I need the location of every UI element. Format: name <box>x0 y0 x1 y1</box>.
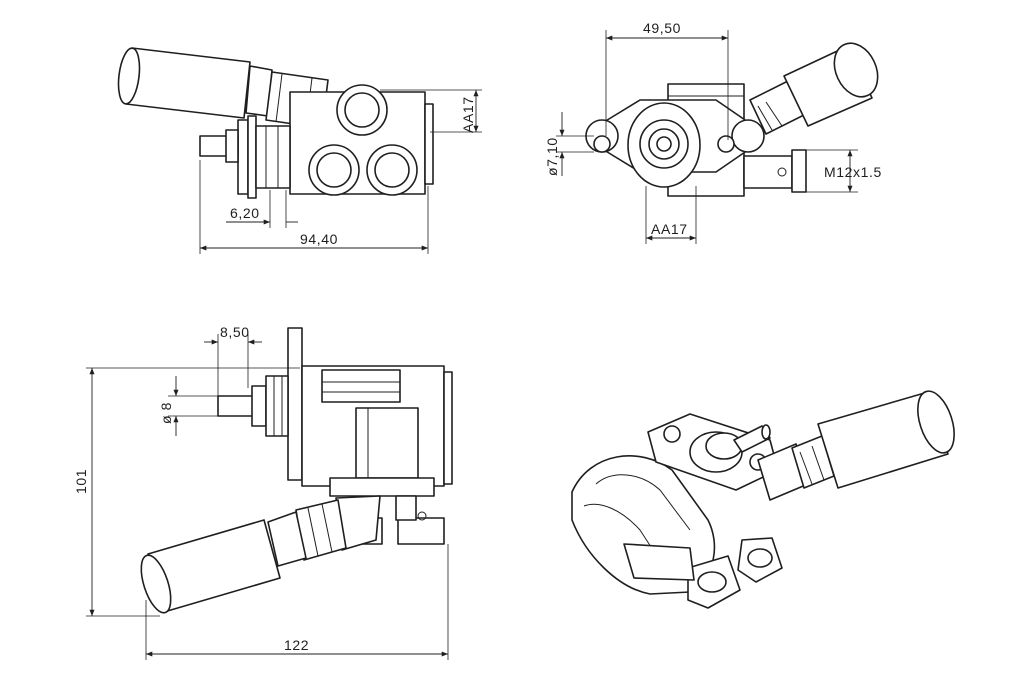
dim-top-m12: M12x1.5 <box>824 164 882 180</box>
front-view: AA17 6,20 94,40 <box>117 47 482 254</box>
dim-front-620: 6,20 <box>230 205 260 221</box>
top-body <box>585 83 807 197</box>
dim-front-9440: 94,40 <box>300 231 338 247</box>
iso-body <box>571 413 783 609</box>
side-handle <box>140 495 381 614</box>
dim-top-4950: 49,50 <box>643 20 681 36</box>
isometric-view <box>571 390 955 609</box>
front-fittings <box>308 84 418 196</box>
side-view: 8,50 ø 8 101 122 <box>73 324 453 660</box>
front-dimensions: AA17 6,20 94,40 <box>199 89 482 254</box>
dim-side-850: 8,50 <box>220 324 250 340</box>
top-dimensions: 49,50 ø7,10 M12x1.5 AA17 <box>544 20 882 244</box>
side-body <box>217 327 453 545</box>
top-view: 49,50 ø7,10 M12x1.5 AA17 <box>544 20 882 244</box>
side-dimensions: 8,50 ø 8 101 122 <box>73 324 449 660</box>
dim-side-101: 101 <box>73 469 89 494</box>
dim-top-dia710: ø7,10 <box>544 137 560 176</box>
top-handle <box>749 42 879 135</box>
dim-side-dia8: ø 8 <box>158 402 174 424</box>
iso-handle <box>757 390 955 501</box>
dim-front-aa17: AA17 <box>460 96 476 133</box>
dim-side-122: 122 <box>284 637 309 653</box>
dim-top-aa17: AA17 <box>651 221 688 237</box>
